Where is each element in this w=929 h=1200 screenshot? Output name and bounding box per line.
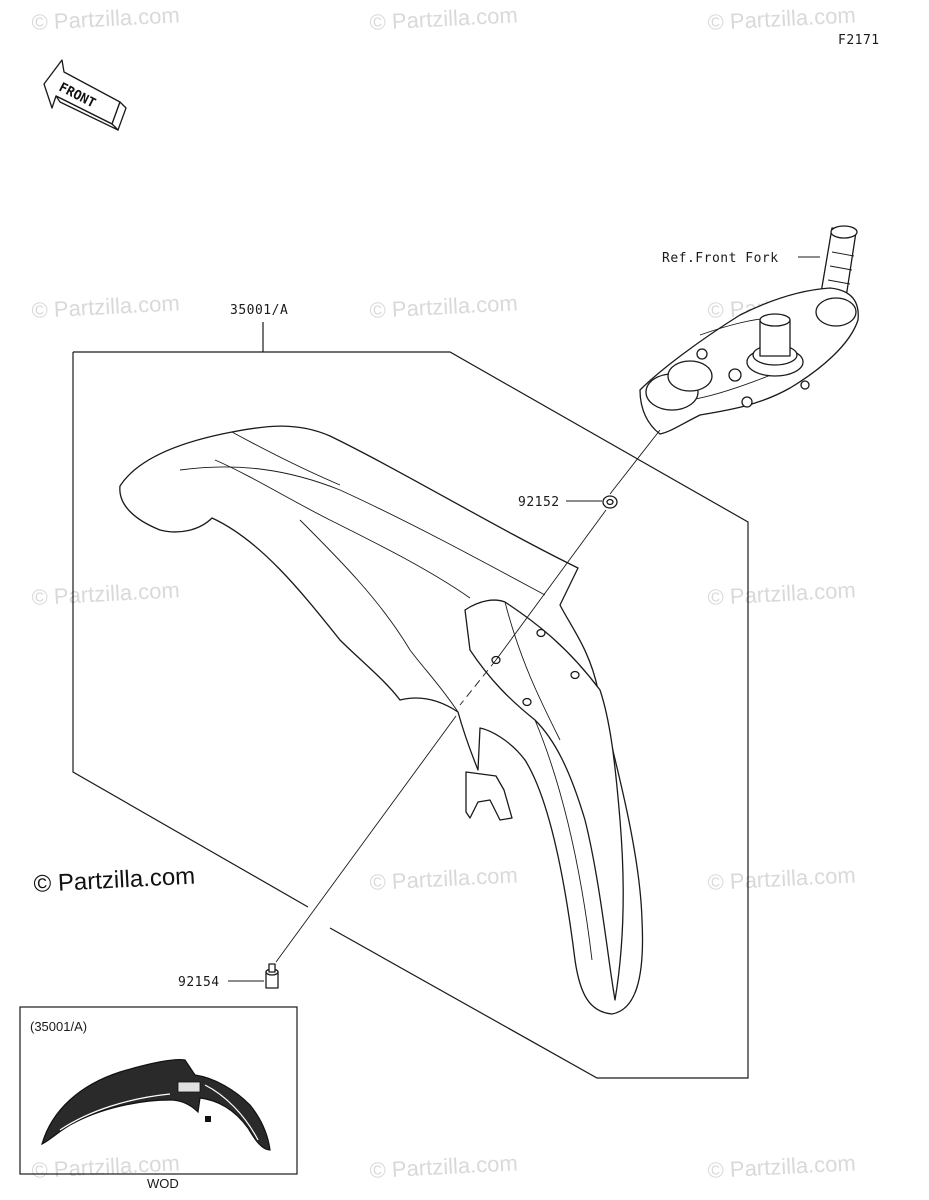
watermark: © Partzilla.com [31, 2, 180, 35]
front-arrow-icon: FRONT [43, 59, 127, 131]
assembly-line [495, 509, 607, 661]
watermark: © Partzilla.com [707, 862, 856, 895]
washer-92152 [602, 495, 618, 509]
callout-bolt: 92154 [178, 975, 220, 990]
watermark: © Partzilla.com [369, 290, 518, 323]
front-fender [119, 425, 644, 1015]
assembly-frame [73, 351, 749, 1079]
watermark: © Partzilla.com [369, 1150, 518, 1183]
inset-fender [41, 1058, 271, 1151]
assembly-line-hidden [459, 659, 497, 706]
watermark-prominent: © Partzilla.com [33, 863, 196, 898]
inset-caption: WOD [147, 1176, 179, 1191]
front-fork-bracket [639, 225, 859, 435]
watermark: © Partzilla.com [707, 2, 856, 35]
callout-ref-front-fork: Ref.Front Fork [662, 251, 779, 266]
assembly-frame-left [72, 352, 309, 908]
watermark: © Partzilla.com [369, 2, 518, 35]
watermark: © Partzilla.com [31, 290, 180, 323]
callout-washer: 92152 [518, 495, 560, 510]
inset-title: (35001/A) [30, 1019, 87, 1034]
inset-box: (35001/A) [19, 1006, 298, 1175]
callout-fender-assembly: 35001/A [230, 303, 288, 318]
mounting-hole [522, 697, 532, 707]
watermark: © Partzilla.com [707, 577, 856, 610]
watermark: © Partzilla.com [707, 1150, 856, 1183]
assembly-line [609, 429, 661, 495]
diagram-code: F2171 [838, 33, 880, 48]
watermark: © Partzilla.com [369, 862, 518, 895]
mounting-hole [570, 670, 580, 680]
watermark: © Partzilla.com [31, 577, 180, 610]
bolt-92154 [265, 963, 279, 989]
assembly-line [275, 715, 457, 963]
mounting-hole [536, 628, 546, 638]
